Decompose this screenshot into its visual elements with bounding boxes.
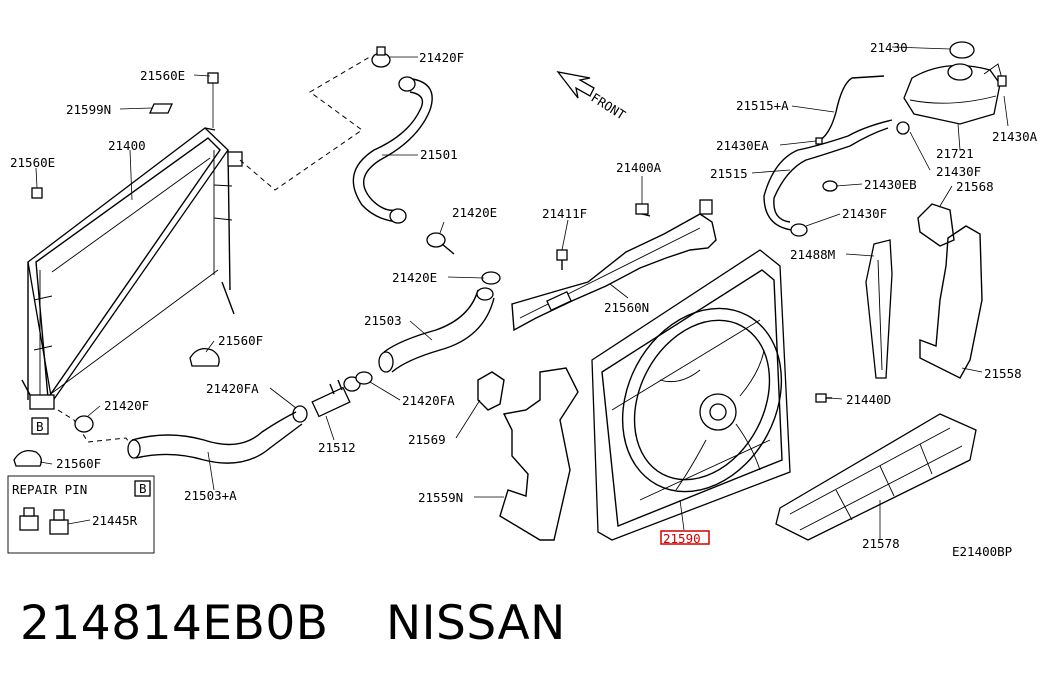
mount-21560f-bot: [13, 449, 42, 467]
label-21430f-top: 21430F: [936, 164, 981, 179]
clamp-21430f-bot: [790, 223, 808, 237]
clamp-21420fa-right: [355, 371, 373, 385]
seal-21568: [917, 203, 955, 247]
bolt-21411f: [556, 249, 568, 270]
label-21515a: 21515+A: [736, 98, 789, 113]
mount-21560f-mid: [189, 347, 220, 367]
label-21420fa-left: 21420FA: [206, 381, 259, 396]
label-21430f-bot: 21430F: [842, 206, 887, 221]
label-21599n: 21599N: [66, 102, 111, 117]
label-21411f: 21411F: [542, 206, 587, 221]
hose-21503a: [127, 411, 303, 464]
clamp-21420fa-left: [292, 405, 308, 423]
thermostat-21512: [311, 376, 361, 418]
label-21503a: 21503+A: [184, 488, 237, 503]
label-21558: 21558: [984, 366, 1022, 381]
label-21569: 21569: [408, 432, 446, 447]
label-21501: 21501: [420, 147, 458, 162]
label-21590-highlight: [660, 530, 710, 545]
part-labels: 21420F 21560E 21599N 21400 21560E 21501 …: [10, 40, 1038, 559]
repair-pin-marker-box: [134, 480, 151, 497]
footer-part-number: 214814EB0B: [20, 596, 329, 651]
label-21599n: [148, 103, 174, 114]
clip-21430ea: [815, 137, 823, 145]
label-21430: 21430: [870, 40, 908, 55]
clamp-21420f-top: [371, 46, 391, 68]
label-21560e-left: 21560E: [10, 155, 55, 170]
label-21503: 21503: [364, 313, 402, 328]
front-label: FRONT: [588, 90, 628, 123]
leader-lines: [35, 46, 1009, 540]
bolt-21400a: [635, 203, 651, 217]
label-21430eb: 21430EB: [864, 177, 917, 192]
clamp-21420e-2: [481, 271, 501, 285]
label-21568: 21568: [956, 179, 994, 194]
hose-21515a: [819, 75, 885, 141]
hose-21515-inner: [763, 119, 893, 231]
label-21440d: 21440D: [846, 392, 891, 407]
reservoir-21721: [903, 41, 1007, 125]
label-21721: 21721: [936, 146, 974, 161]
diagram-code: E21400BP: [952, 544, 1012, 559]
label-21559n: 21559N: [418, 490, 463, 505]
footer-caption: 214814EB0B NISSAN: [20, 596, 566, 651]
clamp-21420e-1: [426, 232, 455, 255]
fan-shroud-21590: [591, 249, 791, 541]
repair-pin-title: REPAIR PIN: [12, 482, 87, 497]
callout-marker-b-text: B: [36, 419, 44, 434]
bracket-21560n: [511, 199, 717, 332]
clamp-21430eb: [822, 180, 838, 192]
label-21515: 21515: [710, 166, 748, 181]
radiator: [21, 127, 243, 410]
seal-21569: [477, 371, 505, 411]
label-21560f-mid: 21560F: [218, 333, 263, 348]
dashed-link-upper-hose: [239, 57, 381, 191]
dashed-link-lower-hose: [57, 409, 133, 447]
label-21430a: 21430A: [992, 129, 1038, 144]
air-guide-21488m: [865, 239, 893, 379]
bolt-21560e-top: [207, 72, 219, 84]
label-21590: 21590: [663, 531, 701, 546]
callout-marker-b: [31, 417, 49, 435]
bolt-21560e-left: [31, 187, 43, 199]
repair-pin-box: [7, 475, 155, 554]
hose-21515: [773, 127, 889, 223]
label-21420f-top: 21420F: [419, 50, 464, 65]
label-21488m: 21488M: [790, 247, 835, 262]
seal-21559n: [499, 367, 579, 541]
label-21400: 21400: [108, 138, 146, 153]
repair-pin-marker: B: [139, 481, 147, 496]
upper-hose-21501: [352, 76, 433, 224]
label-21512: 21512: [318, 440, 356, 455]
seal-21558: [919, 225, 983, 379]
clamp-21420f-left: [74, 415, 94, 433]
hose-21503: [378, 287, 495, 373]
label-21430ea: 21430EA: [716, 138, 769, 153]
clamp-21430f-top: [896, 121, 910, 135]
bolt-21440d: [815, 393, 832, 403]
label-21420fa-right: 21420FA: [402, 393, 455, 408]
label-21400a: 21400A: [616, 160, 662, 175]
label-21420f-left: 21420F: [104, 398, 149, 413]
label-21560e-top: 21560E: [140, 68, 185, 83]
label-21445r: 21445R: [92, 513, 138, 528]
label-21420e-2: 21420E: [392, 270, 437, 285]
footer-brand: NISSAN: [385, 596, 566, 651]
label-21560n: 21560N: [604, 300, 649, 315]
label-21560f-bot: 21560F: [56, 456, 101, 471]
air-guide-21578: [775, 413, 977, 541]
front-direction-arrow: [556, 71, 595, 99]
label-21420e-1: 21420E: [452, 205, 497, 220]
label-21578: 21578: [862, 536, 900, 551]
repair-pin-parts: [19, 507, 69, 535]
